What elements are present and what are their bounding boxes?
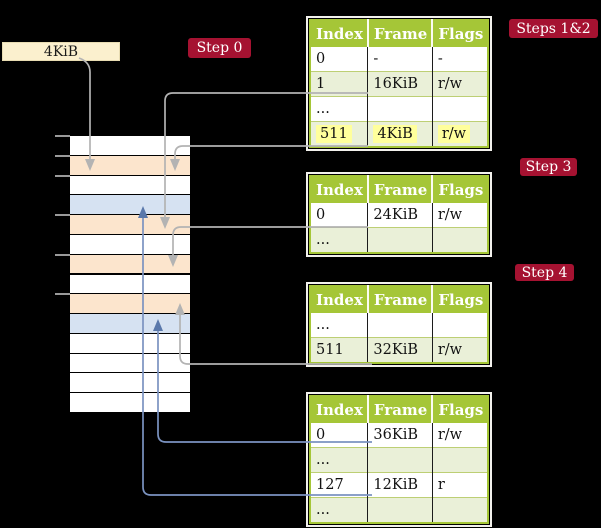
table-cell: 127 bbox=[310, 472, 368, 498]
table-cell bbox=[367, 497, 433, 523]
table-cell: 16KiB bbox=[367, 71, 433, 97]
table-cell bbox=[367, 447, 433, 473]
memory-frame-row-12 bbox=[70, 373, 190, 393]
table-row: 0-- bbox=[310, 47, 489, 72]
highlighted-value: 4KiB bbox=[373, 125, 417, 143]
memory-boundary-tick bbox=[55, 135, 70, 137]
table-cell: - bbox=[431, 47, 489, 72]
table-cell: 32KiB bbox=[367, 337, 433, 363]
memory-frame-row-5 bbox=[70, 234, 190, 254]
table-row: ... bbox=[310, 447, 489, 473]
column-header: Frame bbox=[366, 20, 433, 47]
table-cell: ... bbox=[310, 497, 368, 523]
table-cell: 12KiB bbox=[367, 472, 433, 498]
table-row: 511 4KiB r/w bbox=[310, 121, 489, 147]
memory-frame-row-4 bbox=[70, 215, 190, 234]
table-row: ... bbox=[310, 227, 489, 253]
table-cell bbox=[367, 96, 433, 122]
memory-boundary-tick bbox=[55, 174, 70, 177]
column-header: Flags bbox=[431, 20, 489, 47]
memory-frame-row-3 bbox=[70, 195, 190, 215]
table-cell bbox=[367, 313, 433, 338]
memory-boundary-tick bbox=[55, 253, 70, 256]
memory-frame-row-2 bbox=[70, 175, 190, 195]
table-cell bbox=[431, 227, 489, 253]
column-header: Index bbox=[310, 286, 368, 313]
column-header: Frame bbox=[366, 176, 433, 203]
column-header: Index bbox=[310, 20, 368, 47]
memory-frame-row-6 bbox=[70, 254, 190, 274]
table-row: ... bbox=[310, 96, 489, 122]
table-cell: r bbox=[431, 472, 489, 498]
table-cell: 36KiB bbox=[367, 423, 433, 448]
table-cell: - bbox=[367, 47, 433, 72]
table-row: ... bbox=[310, 497, 489, 523]
table-cell: 24KiB bbox=[367, 203, 433, 228]
table-cell: r/w bbox=[431, 71, 489, 97]
column-header: Frame bbox=[366, 396, 433, 423]
memory-frame-row-8 bbox=[70, 294, 190, 314]
table-cell: ... bbox=[310, 313, 368, 338]
memory-frame-row-9 bbox=[70, 314, 190, 333]
column-header: Index bbox=[310, 176, 368, 203]
step-badge-1: Steps 1&2 bbox=[509, 19, 598, 38]
memory-frame-row-11 bbox=[70, 353, 190, 373]
memory-frame-row-10 bbox=[70, 333, 190, 353]
table-cell: ... bbox=[310, 96, 368, 122]
table-cell bbox=[431, 96, 489, 122]
column-header: Flags bbox=[431, 176, 489, 203]
table-row: ... bbox=[310, 313, 489, 338]
memory-frame-row-1 bbox=[70, 155, 190, 175]
highlighted-value: r/w bbox=[437, 125, 471, 143]
table-cell bbox=[431, 497, 489, 523]
table-cell: 0 bbox=[310, 203, 368, 228]
memory-frame-row-0 bbox=[70, 136, 190, 155]
column-header: Index bbox=[310, 396, 368, 423]
table-cell: 0 bbox=[310, 47, 368, 72]
memory-boundary-tick bbox=[55, 154, 70, 157]
highlighted-value: 511 bbox=[316, 125, 352, 143]
step-badge-3: Step 4 bbox=[515, 264, 574, 281]
table-cell: 511 bbox=[310, 121, 368, 147]
table-cell: 4KiB bbox=[367, 121, 433, 147]
memory-boundary-tick bbox=[55, 293, 70, 296]
column-header: Frame bbox=[366, 286, 433, 313]
step-badge-0: Step 0 bbox=[188, 38, 251, 58]
table-cell: r/w bbox=[431, 121, 489, 147]
step-badge-2: Step 3 bbox=[520, 158, 577, 176]
table-cell: r/w bbox=[431, 337, 489, 363]
memory-boundary-tick bbox=[55, 214, 70, 217]
table-cell: 0 bbox=[310, 423, 368, 448]
table-cell bbox=[367, 227, 433, 253]
frame-size-box: 4KiB bbox=[2, 42, 120, 61]
table-cell bbox=[431, 313, 489, 338]
frame-size-label: 4KiB bbox=[43, 43, 79, 60]
table-cell: ... bbox=[310, 227, 368, 253]
table-cell: r/w bbox=[431, 423, 489, 448]
memory-frame-row-7 bbox=[70, 274, 190, 294]
table-cell: 1 bbox=[310, 71, 368, 97]
table-cell: r/w bbox=[431, 203, 489, 228]
column-header: Flags bbox=[431, 396, 489, 423]
table-cell bbox=[431, 447, 489, 473]
column-header: Flags bbox=[431, 286, 489, 313]
table-cell: ... bbox=[310, 447, 368, 473]
memory-frame-row-13 bbox=[70, 393, 190, 412]
table-cell: 511 bbox=[310, 337, 368, 363]
